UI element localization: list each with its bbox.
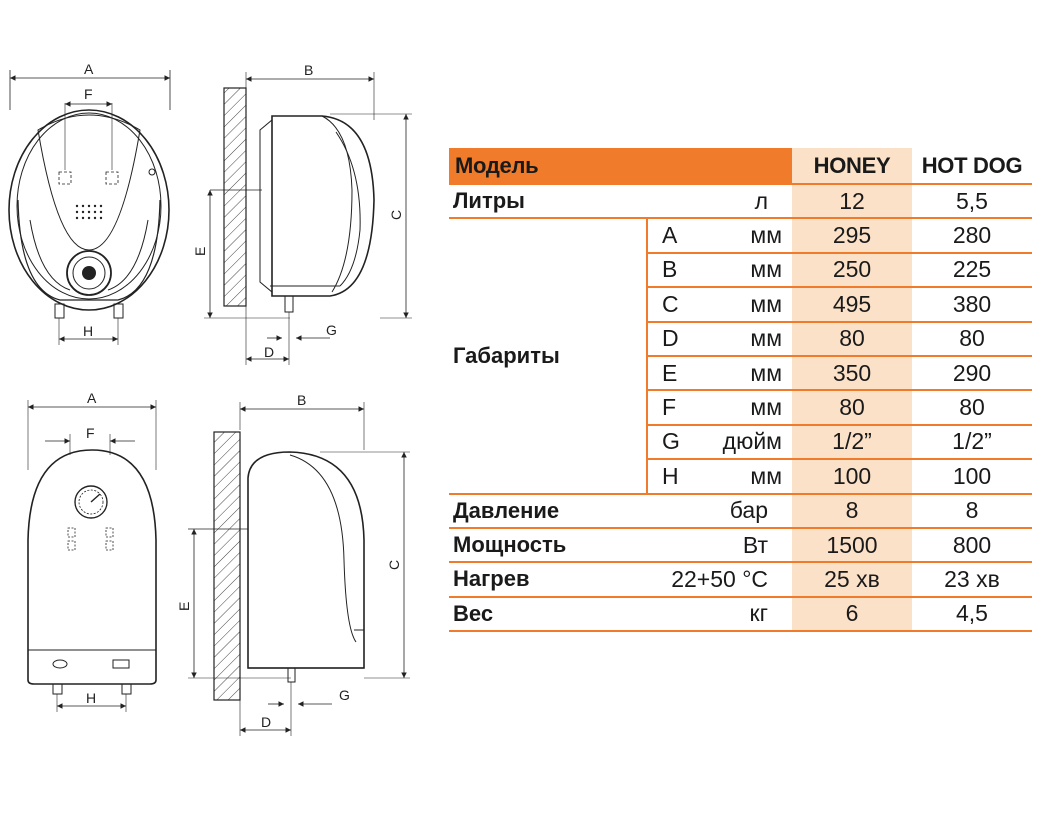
top-side-label-d: D — [264, 344, 274, 360]
dim-row-honey: 295 — [792, 218, 912, 254]
dim-row-hotdog: 80 — [912, 390, 1032, 426]
row-power: Мощность Вт 1500 800 — [449, 527, 1032, 564]
dim-row-honey: 495 — [792, 287, 912, 323]
row-weight: Вес кг 6 4,5 — [449, 596, 1032, 633]
spec-table: Модель HONEY HOT DOG Литры л 12 5,5 Габа… — [449, 148, 1032, 633]
dim-row-honey: 100 — [792, 459, 912, 495]
dim-row-honey: 80 — [792, 321, 912, 357]
header-honey: HONEY — [792, 148, 912, 185]
dim-row-honey: 350 — [792, 355, 912, 392]
row-pressure-hotdog: 8 — [912, 493, 1032, 529]
header-model-label: Модель — [449, 148, 792, 185]
top-side-label-g: G — [326, 322, 337, 338]
bottom-side-label-g: G — [339, 687, 350, 703]
top-front-label-f: F — [84, 86, 93, 102]
bottom-side-label-d: D — [261, 714, 271, 730]
top-side-label-c: C — [388, 210, 404, 220]
dim-row-hotdog: 1/2” — [912, 424, 1032, 461]
dimensions-group-label: Габариты — [449, 218, 647, 495]
dim-row-hotdog: 80 — [912, 321, 1032, 357]
top-front-view — [8, 70, 171, 345]
row-pressure-unit: бар — [647, 493, 792, 529]
bottom-side-view — [188, 402, 410, 736]
bottom-side-label-b: B — [297, 392, 306, 408]
row-liters-hotdog: 5,5 — [912, 184, 1032, 220]
header-hotdog: HOT DOG — [912, 148, 1032, 185]
row-heating: Нагрев 22+50 °C 25 хв 23 хв — [449, 562, 1032, 598]
row-power-honey: 1500 — [792, 527, 912, 564]
dim-row-hotdog: 290 — [912, 355, 1032, 392]
top-side-view — [204, 72, 412, 365]
row-weight-unit: кг — [647, 596, 792, 633]
top-side-label-e: E — [192, 247, 208, 256]
row-heating-hotdog: 23 хв — [912, 562, 1032, 598]
row-power-hotdog: 800 — [912, 527, 1032, 564]
row-heating-label: Нагрев — [449, 562, 647, 598]
bottom-front-label-h: H — [86, 690, 96, 706]
bottom-front-view — [27, 400, 157, 712]
row-power-label: Мощность — [449, 527, 647, 564]
bottom-front-label-f: F — [86, 425, 95, 441]
row-weight-honey: 6 — [792, 596, 912, 633]
row-liters: Литры л 12 5,5 — [449, 184, 1032, 220]
dim-row-honey: 1/2” — [792, 424, 912, 461]
row-liters-honey: 12 — [792, 184, 912, 220]
bottom-front-label-a: A — [87, 390, 97, 406]
dim-row-hotdog: 225 — [912, 252, 1032, 289]
row-pressure-honey: 8 — [792, 493, 912, 529]
row-liters-unit: л — [647, 184, 792, 220]
row-heating-unit: 22+50 °C — [647, 562, 792, 598]
top-front-label-h: H — [83, 323, 93, 339]
dim-row-hotdog: 100 — [912, 459, 1032, 495]
row-liters-label: Литры — [449, 184, 647, 220]
dim-row-honey: 250 — [792, 252, 912, 289]
top-side-label-b: B — [304, 62, 313, 78]
top-front-label-a: A — [84, 61, 94, 77]
dim-row-hotdog: 380 — [912, 287, 1032, 323]
row-weight-label: Вес — [449, 596, 647, 633]
row-pressure: Давление бар 8 8 — [449, 493, 1032, 529]
table-header-row: Модель HONEY HOT DOG — [449, 148, 1032, 185]
row-pressure-label: Давление — [449, 493, 647, 529]
dim-row-hotdog: 280 — [912, 218, 1032, 254]
row-power-unit: Вт — [647, 527, 792, 564]
dim-row-honey: 80 — [792, 390, 912, 426]
row-heating-honey: 25 хв — [792, 562, 912, 598]
bottom-side-label-c: C — [386, 560, 402, 570]
row-weight-hotdog: 4,5 — [912, 596, 1032, 633]
bottom-side-label-e: E — [176, 602, 192, 611]
